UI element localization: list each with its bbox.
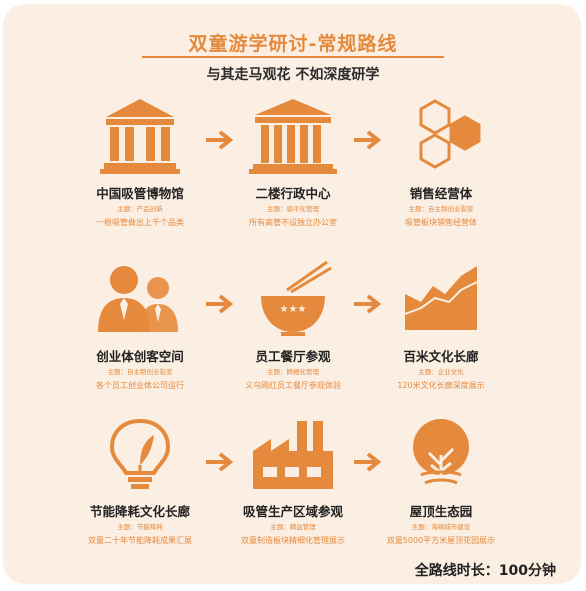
page-title: 双童游学研讨-常规路线 — [188, 33, 398, 55]
station-description: 双童5000平方米屋顶花园展示 — [386, 536, 496, 545]
total-duration: 全路线时长：100分钟 — [414, 563, 556, 579]
station-theme: 主题：精益管理 — [270, 523, 316, 531]
arrow-right-icon — [354, 294, 382, 314]
station-description: 双童二十年节能降耗成果汇展 — [88, 536, 192, 545]
station-description: 120米文化长廊深度展示 — [397, 381, 485, 390]
station-name: 创业体创客空间 — [96, 349, 184, 364]
title-underline — [142, 56, 444, 58]
government-building-icon — [243, 97, 343, 175]
page-subtitle: 与其走马观花 不如深度研学 — [206, 67, 380, 83]
station-name: 二楼行政中心 — [255, 186, 331, 201]
station-theme: 主题：产品创新 — [117, 205, 163, 213]
station-description: 吸管板块销售经营体 — [405, 218, 477, 227]
station-name: 销售经营体 — [409, 186, 473, 201]
arrow-right-icon — [206, 452, 234, 472]
station-description: 双童制造板块精细化管理展示 — [241, 536, 345, 545]
station-theme: 主题：自主制创业裂变 — [107, 368, 173, 376]
arrow-right-icon — [206, 130, 234, 150]
station-name: 屋顶生态园 — [409, 504, 473, 519]
station-theme: 主题：节能降耗 — [117, 523, 163, 531]
station-theme: 主题：精细化管理 — [267, 368, 319, 376]
station-name: 节能降耗文化长廊 — [89, 504, 190, 519]
station-name: 员工餐厅参观 — [255, 349, 331, 364]
rising-chart-icon — [391, 260, 491, 338]
arrow-right-icon — [354, 452, 382, 472]
station-name: 中国吸管博物馆 — [96, 186, 184, 201]
station-theme: 主题：海绵城市建设 — [411, 523, 471, 531]
station-theme: 主题：扁平化管理 — [267, 205, 319, 213]
station-theme: 主题：自主制创业裂变 — [408, 205, 474, 213]
factory-icon — [243, 415, 343, 493]
hexagon-cluster-icon — [391, 97, 491, 175]
station-name: 百米文化长廊 — [403, 349, 479, 364]
station-description: 各个员工创业体公司运行 — [96, 381, 184, 390]
station-description: 所有高管不设独立办公室 — [249, 218, 337, 227]
station-description: 义乌网红员工餐厅参观体验 — [245, 381, 341, 390]
rice-bowl-chopsticks-icon: ★★★ — [243, 260, 343, 338]
eco-lightbulb-icon — [90, 415, 190, 493]
station-description: 一根吸管做出上千个品类 — [96, 218, 184, 227]
svg-text:★★★: ★★★ — [280, 304, 307, 315]
business-people-icon — [90, 260, 190, 338]
arrow-right-icon — [354, 130, 382, 150]
arrow-right-icon — [206, 294, 234, 314]
tree-icon — [391, 415, 491, 493]
museum-icon — [90, 97, 190, 175]
station-theme: 主题：企业文化 — [418, 368, 464, 376]
station-name: 吸管生产区域参观 — [242, 504, 343, 519]
